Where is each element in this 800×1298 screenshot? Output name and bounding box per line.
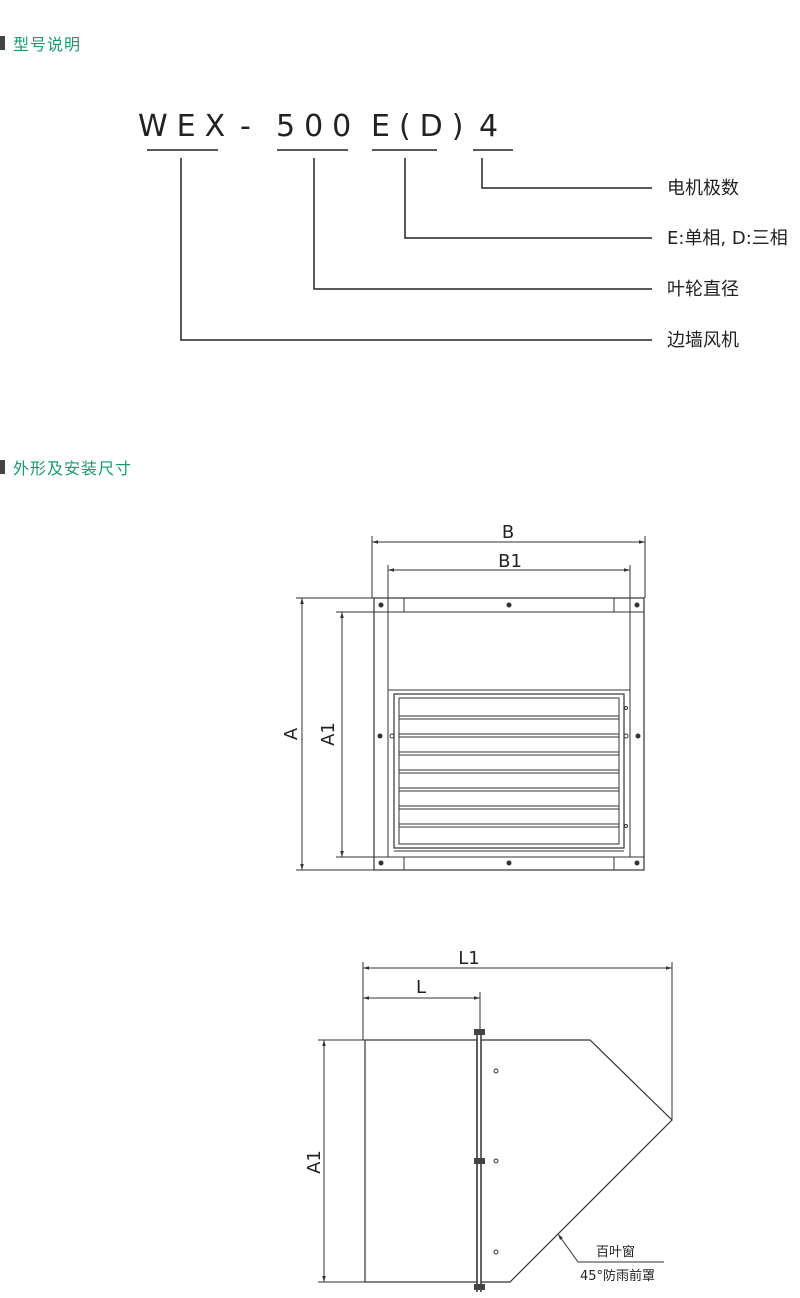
code-part-dash: - [240, 109, 260, 144]
label-l: L [416, 977, 426, 998]
legend-phase: E:单相, D:三相 [667, 228, 788, 249]
label-a1: A1 [318, 722, 339, 746]
label-b: B [502, 522, 514, 543]
leader-impeller [313, 158, 652, 290]
legend-impeller: 叶轮直径 [667, 279, 739, 300]
legend-poles: 电机极数 [667, 178, 739, 199]
louver-inner [398, 697, 620, 845]
model-designation-diagram: WEX - 500 E(D) 4 电机极数 E:单相, D:三相 叶轮直径 边墙… [138, 109, 788, 351]
hood-holes [493, 1068, 499, 1255]
label-side-a1: A1 [304, 1150, 325, 1174]
section-title-model: 型号说明 [13, 35, 82, 54]
rain-hood [481, 1039, 673, 1283]
corner-tab [373, 597, 405, 613]
section-header-dimensions: 外形及安装尺寸 [0, 455, 132, 479]
leader-poles [481, 158, 652, 189]
leader-fan-type [180, 158, 652, 341]
label-b1: B1 [498, 551, 522, 572]
louver-pivots [389, 706, 629, 828]
code-part-poles: 4 [479, 109, 507, 144]
callout-leader [557, 1233, 579, 1263]
corner-tab [613, 856, 645, 871]
side-view [318, 962, 673, 1292]
section-header-model: 型号说明 [0, 31, 81, 55]
front-inner-frame [387, 611, 631, 858]
duct-body [364, 1039, 478, 1283]
corner-tab [373, 856, 405, 871]
section-marker [0, 460, 5, 474]
callout-hood: 45°防雨前罩 [580, 1268, 655, 1284]
front-bolt-holes [377, 602, 641, 866]
louver-frame [393, 693, 625, 849]
leader-phase [404, 158, 652, 239]
label-l1: L1 [458, 948, 479, 969]
flange-clips [474, 1029, 485, 1290]
front-outer-flange [373, 597, 645, 871]
callout-louver: 百叶窗 [596, 1244, 635, 1260]
label-a: A [281, 727, 302, 740]
code-part-phase: E(D) [371, 109, 472, 144]
front-view [296, 536, 646, 871]
louver-slats [399, 715, 619, 828]
code-part-diameter: 500 [276, 109, 360, 144]
legend-fan-type: 边墙风机 [667, 330, 739, 351]
section-title-dimensions: 外形及安装尺寸 [13, 459, 133, 478]
code-part-series: WEX [138, 109, 234, 144]
section-marker [0, 36, 5, 50]
corner-tab [613, 597, 645, 613]
